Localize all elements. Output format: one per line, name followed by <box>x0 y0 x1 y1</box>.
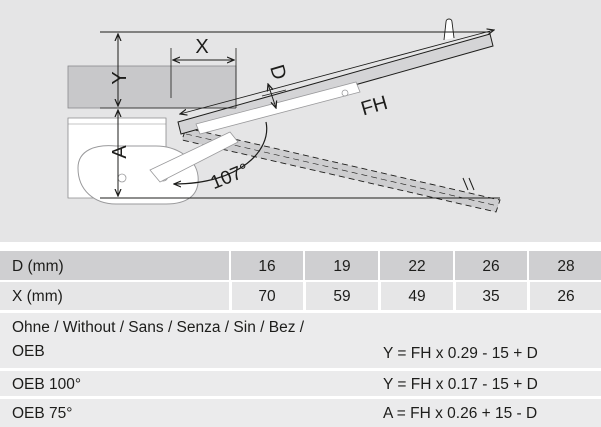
fh-dimension-line <box>180 30 494 114</box>
table-x-value-5: 26 <box>557 288 574 305</box>
angle-arc <box>174 121 268 184</box>
table-header-value-1: 16 <box>258 258 275 275</box>
door-leaf-centerline <box>185 133 499 207</box>
table-header-value-5: 28 <box>557 258 574 275</box>
formula-row-1-label-line1: Ohne / Without / Sans / Senza / Sin / Be… <box>12 319 305 336</box>
formula-row-3-label: OEB 75° <box>12 405 72 422</box>
table-header-row-bg <box>0 251 601 280</box>
operator-housing <box>77 145 199 205</box>
table-x-value-2: 59 <box>333 288 350 305</box>
table-x-value-1: 70 <box>258 288 276 305</box>
operator-arm <box>149 131 239 183</box>
table-x-label: X (mm) <box>12 288 63 305</box>
formula-row-2-formula: Y = FH x 0.17 - 15 + D <box>383 376 538 393</box>
formula-row-1-formula: Y = FH x 0.29 - 15 + D <box>383 345 538 362</box>
table-formula-row-3-bg <box>0 399 601 427</box>
formula-row-2-label: OEB 100° <box>12 376 81 393</box>
label-x: X <box>195 36 208 58</box>
table-formula-row-2-bg <box>0 371 601 396</box>
formula-row-1-label-line2: OEB <box>12 343 45 360</box>
table-header-value-4: 26 <box>482 258 499 275</box>
table-x-row-value-cells <box>232 282 601 310</box>
label-a: A <box>109 145 131 159</box>
table-formula-row-1-bg <box>0 313 601 368</box>
table-x-value-4: 35 <box>482 288 499 305</box>
table-x-value-3: 49 <box>408 288 425 305</box>
door-leaf-end-mark <box>462 177 475 191</box>
table-header-label: D (mm) <box>12 258 64 275</box>
formula-row-3-formula: A = FH x 0.26 + 15 - D <box>383 405 537 422</box>
lintel-block <box>67 65 237 109</box>
table-x-row-label-bg <box>0 282 230 310</box>
table-header-value-2: 19 <box>333 258 350 275</box>
label-y: Y <box>109 71 131 84</box>
door-leaf-open-dashed <box>181 127 501 213</box>
table-header-value-3: 22 <box>408 258 425 275</box>
